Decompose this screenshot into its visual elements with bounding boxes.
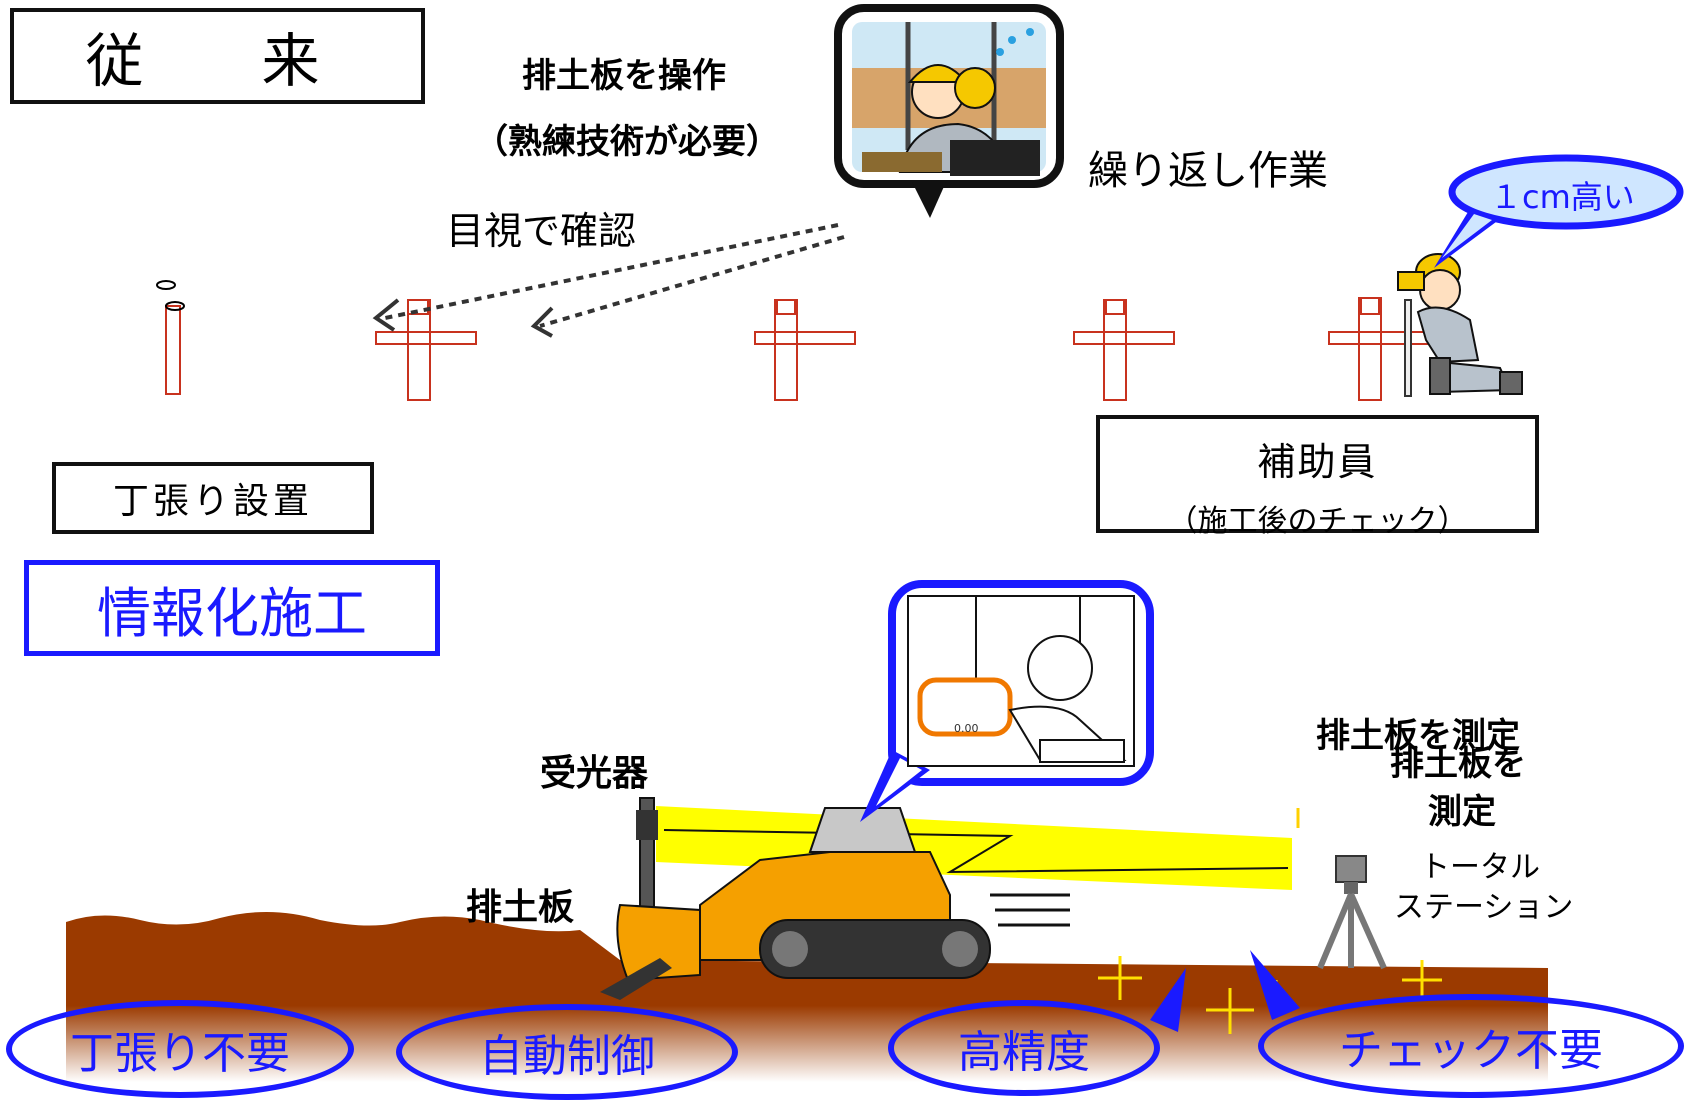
skill-required-label: （熟練技術が必要） [474,122,780,162]
measure-blade-label-b1: 排土板を [1390,744,1526,784]
bulldozer [600,797,1070,1000]
heading-conventional: 従 来 [10,8,425,104]
pointer-precision [1150,968,1186,1032]
stake-cross-3 [1073,299,1175,401]
stake-post-left [156,280,185,395]
operator-bubble-new [860,580,1154,822]
total-station-label-1: トータル [1420,850,1540,885]
measure-blade-label-b2: 測定 [1428,792,1496,832]
panel-display-value: 0.00 [954,722,979,735]
height-speech-bubble [1434,154,1684,268]
pointer-nocheck [1250,950,1300,1020]
assistant-subtitle: （施工後のチェック） [1167,504,1468,539]
sight-line-arrows [384,223,845,328]
assistant-surveyor [1397,253,1523,397]
total-station-label-2: ステーション [1394,890,1574,925]
total-station [1317,855,1387,970]
operator-bubble-old [834,4,1064,218]
measure-blade-label-a: 排土板を測定 [1316,716,1520,756]
blade-label: 排土板 [466,887,575,928]
height-bubble-text: １cm高い [1490,178,1635,216]
receiver-label: 受光器 [540,753,649,794]
benefit-auto-control: 自動制御 [396,1004,738,1100]
benefit-high-precision: 高精度 [888,1000,1160,1096]
stake-setting-label: 丁張り設置 [52,462,374,534]
stake-cross-4 [1328,297,1430,401]
operate-blade-label: 排土板を操作 [522,56,726,96]
visual-check-label: 目視で確認 [446,209,637,253]
repeat-work-label: 繰り返し作業 [1088,148,1328,194]
benefit-no-check: チェック不要 [1258,994,1684,1098]
benefit-no-stakes: 丁張り不要 [6,1000,354,1098]
assistant-title: 補助員 [1257,440,1378,484]
assistant-box: 補助員 （施工後のチェック） [1096,415,1539,539]
heading-ict-construction: 情報化施工 [24,560,440,656]
stake-cross-2 [754,299,856,401]
stake-cross-1 [375,299,477,401]
